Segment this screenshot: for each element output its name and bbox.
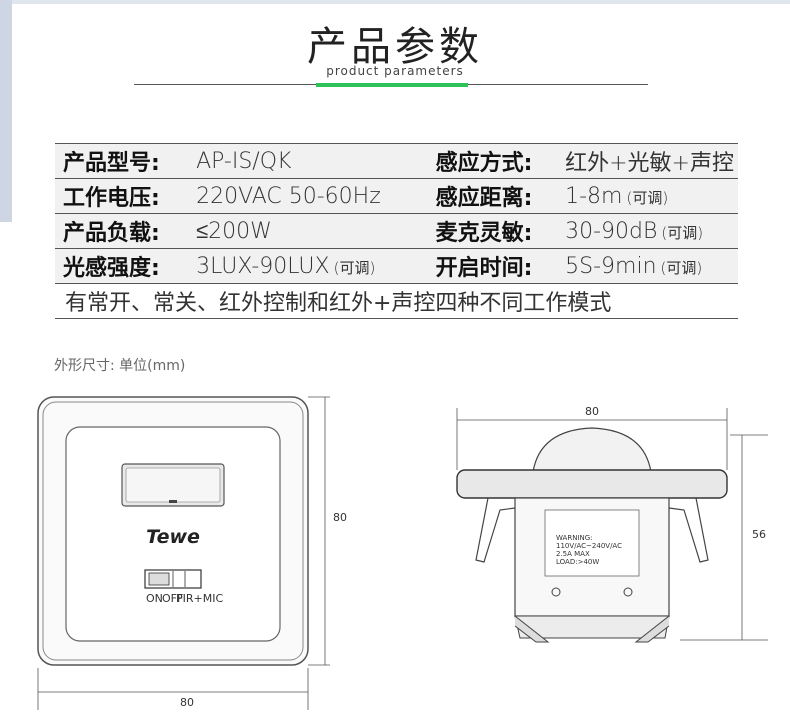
spec-label: 感应距离:: [427, 178, 558, 214]
switch-label-on: ON: [146, 592, 163, 605]
left-bottom-clip: [514, 615, 550, 643]
spec-label: 感应方式:: [427, 143, 558, 179]
spec-label: 产品型号:: [55, 143, 189, 179]
side-width-value: 80: [585, 405, 599, 418]
warning-label-box: [544, 509, 640, 577]
spec-label: 工作电压:: [55, 178, 189, 214]
front-plate-inner-edge: [42, 401, 304, 661]
side-face-plate: [456, 469, 728, 499]
spec-label: 光感强度:: [55, 248, 189, 284]
front-width-value: 80: [180, 696, 194, 709]
spec-row: 产品型号: AP-IS/QK 感应方式: 红外+光敏+声控: [55, 143, 738, 179]
dimension-drawing: Tewe ON OFF PIR+MIC 80 80 80 56: [37, 396, 768, 710]
warning-line: 2.5A MAX: [556, 550, 590, 558]
mode-switch-knob: [148, 572, 170, 586]
screw-icon: [623, 587, 633, 597]
spec-value: 30-90dB(可调): [557, 213, 738, 249]
spec-value: AP-IS/QK: [188, 143, 428, 179]
spec-value: 220VAC 50-60Hz: [188, 178, 428, 214]
page-subtitle: product parameters: [326, 64, 464, 78]
spec-label: 麦克灵敏:: [427, 213, 558, 249]
warning-line: 110V/AC~240V/AC: [556, 542, 622, 550]
sensor-window-inner: [125, 467, 221, 503]
left-mounting-clip: [475, 497, 516, 563]
warning-line: LOAD:>40W: [556, 558, 599, 566]
spec-label: 开启时间:: [427, 248, 558, 284]
right-bottom-clip: [634, 615, 670, 643]
brand-logo: Tewe: [146, 526, 200, 548]
left-border-strip: [0, 0, 12, 222]
right-mounting-clip: [668, 497, 709, 563]
warning-line: WARNING:: [556, 534, 593, 542]
top-border-strip: [0, 0, 790, 4]
side-view: 80 56 WARNING: 110V/AC~240V/AC 2.5A MAX …: [456, 405, 768, 643]
front-face-panel: [65, 426, 281, 642]
side-height-value: 56: [752, 528, 766, 541]
spec-value: 5S-9min(可调): [557, 248, 738, 284]
switch-label-off: OFF: [162, 592, 183, 605]
switch-label-pirmic: PIR+MIC: [176, 592, 223, 605]
spec-value: ≤200W: [188, 213, 428, 249]
spec-label: 产品负载:: [55, 213, 189, 249]
spec-value: 红外+光敏+声控: [557, 143, 738, 179]
led-indicator: [169, 500, 177, 503]
sensor-dome: [532, 427, 652, 473]
spec-row: 产品负载: ≤200W 麦克灵敏: 30-90dB(可调): [55, 213, 738, 249]
mode-note: 有常开、常关、红外控制和红外+声控四种不同工作模式: [55, 283, 738, 319]
spec-note-row: 有常开、常关、红外控制和红外+声控四种不同工作模式: [55, 283, 738, 319]
front-view: Tewe ON OFF PIR+MIC 80 80: [37, 396, 347, 710]
screw-icon: [551, 587, 561, 597]
dimensions-label: 外形尺寸: 单位(mm): [54, 358, 186, 374]
title-accent-bar: [316, 83, 468, 87]
spec-row: 光感强度: 3LUX-90LUX(可调) 开启时间: 5S-9min(可调): [55, 248, 738, 284]
spec-value: 3LUX-90LUX(可调): [188, 248, 428, 284]
spec-row: 工作电压: 220VAC 50-60Hz 感应距离: 1-8m(可调): [55, 178, 738, 214]
spec-value: 1-8m(可调): [557, 178, 738, 214]
spec-table: 产品型号: AP-IS/QK 感应方式: 红外+光敏+声控 工作电压: 220V…: [55, 143, 738, 319]
page-title: 产品参数: [307, 24, 483, 70]
side-bottom-housing: [514, 615, 670, 639]
front-height-value: 80: [333, 511, 347, 524]
